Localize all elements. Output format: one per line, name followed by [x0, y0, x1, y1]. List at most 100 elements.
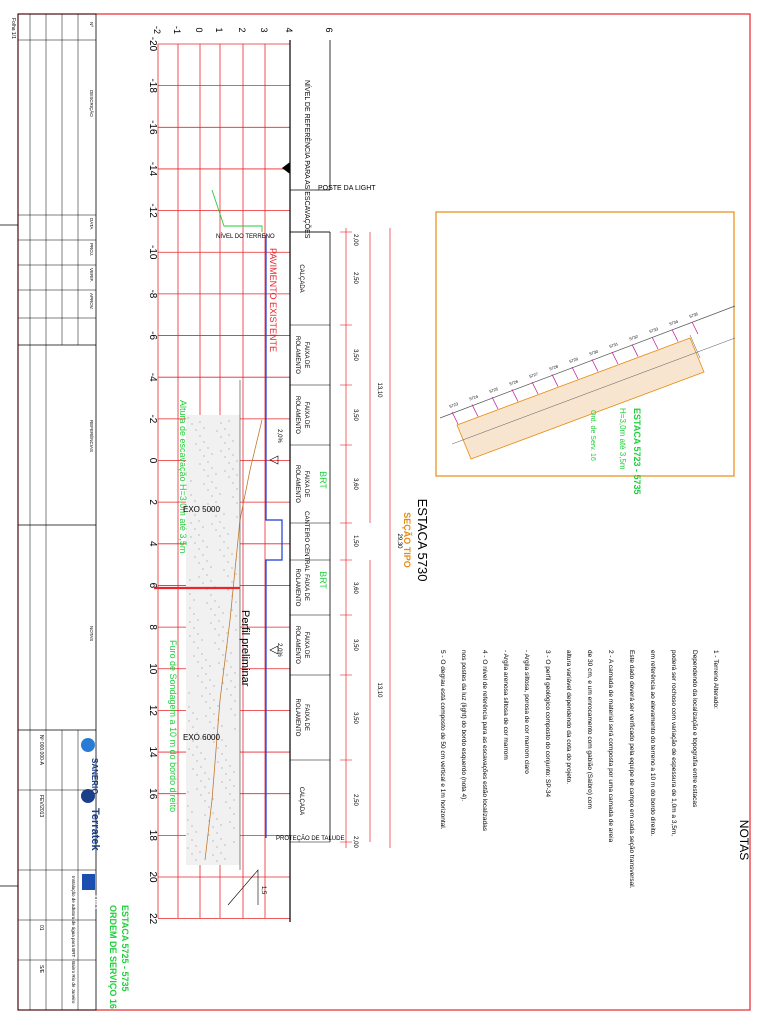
x-tick-label: -12 — [147, 203, 158, 218]
note-line: - Argila siltosa, porosa de cor marrom c… — [523, 650, 530, 774]
x-tick-label: -14 — [147, 162, 158, 177]
title-block-head: PROJ. — [89, 243, 94, 256]
sheet-number: Folha 1/1 — [10, 18, 16, 39]
x-tick-label: -10 — [147, 245, 158, 260]
inset-station-ticks — [451, 321, 699, 425]
y-tick-label: 6 — [324, 27, 334, 32]
ground-label: NÍVEL DO TERRENO — [216, 233, 275, 240]
inset-station-label: 5735 — [689, 311, 700, 319]
dimension-label: 2,00 — [352, 836, 358, 848]
title-block-head: DESCRIÇÃO — [89, 90, 95, 117]
inset-station-label: 5732 — [629, 333, 640, 341]
project-title: ESTACA 5725 - 5735 — [120, 905, 130, 992]
drawing-scale: S/E — [38, 965, 44, 974]
y-tick-label: 2 — [237, 27, 247, 32]
inset-station-label: 5725 — [489, 386, 500, 394]
dimension-label: 2,50 — [352, 272, 358, 284]
note-line: 1 - Terreno Alterado: — [712, 650, 719, 709]
y-tick-label: 3 — [259, 27, 269, 32]
note-line: 3 - O perfil geológico composto do conju… — [544, 650, 551, 797]
terratek-logo-icon — [81, 789, 95, 803]
x-tick-label: -20 — [147, 37, 158, 52]
inset-excavation-area — [456, 337, 705, 460]
note-line: 4 - O nível de referência para as escava… — [481, 650, 488, 832]
inset-title: ESTACA 5723 - 5735 — [632, 408, 642, 495]
section-title: ESTACA 5730 — [415, 499, 430, 582]
lane-label: FAIXA DE — [303, 342, 309, 369]
company-name: SANERIO — [90, 758, 99, 794]
inset-station-label: 5726 — [509, 378, 520, 386]
project-description: Instalação de adutora de água para BRT -… — [71, 876, 76, 1004]
inset-station-label: 5728 — [549, 363, 560, 371]
title-block-head: REFERÊNCIAS — [89, 420, 96, 452]
sanerio-logo-icon — [81, 738, 95, 752]
y-tick-label: 0 — [194, 27, 204, 32]
dimension-label: 13,10 — [376, 382, 382, 398]
profile-line — [204, 419, 263, 861]
note-line: poderá ser rochoso com variação de espes… — [670, 650, 677, 836]
dimension-label: 2,00 — [352, 234, 358, 246]
drawing-rev: 01 — [38, 925, 44, 931]
inset-station-label: 5723 — [449, 401, 460, 409]
x-tick-label: 0 — [147, 458, 158, 464]
note-line: altura variável dependendo da cota do pr… — [565, 650, 572, 784]
lane-label: FAIXA DE — [303, 471, 309, 498]
x-tick-label: -6 — [147, 331, 158, 340]
section-subtitle: SEÇÃO TIPO — [402, 512, 412, 568]
dimension-label: 29,30 — [396, 533, 402, 549]
x-tick-label: 16 — [147, 788, 158, 800]
company-name: Terratek — [89, 808, 101, 851]
x-tick-label: 2 — [147, 499, 158, 505]
note-line: em referência ao elevamento do terreno a… — [649, 650, 656, 836]
lane-label: FAIXA DE — [303, 632, 309, 659]
lane-label: ROLAMENTO — [294, 336, 300, 374]
brt-label: BRT — [318, 571, 328, 589]
x-tick-label: -16 — [147, 120, 158, 135]
x-tick-label: -18 — [147, 78, 158, 93]
lane-label: FAIXA DE — [303, 402, 309, 429]
inset-station-label: 5733 — [649, 326, 660, 334]
dimension-label: 1,50 — [352, 535, 358, 547]
pavement-line — [265, 235, 283, 838]
axis-label: EXO 5000 — [183, 505, 220, 514]
inset-station-label: 5730 — [589, 348, 600, 356]
lane-label: CALÇADA — [298, 787, 304, 815]
note-line: de 30 cm, e um enrocamento com gabião (S… — [586, 650, 593, 809]
x-tick-label: 20 — [147, 871, 158, 883]
y-tick-label: 1 — [214, 27, 224, 32]
outer-frame — [17, 13, 751, 1011]
lane-label: CANTEIRO CENTRAL — [303, 511, 309, 572]
project-order: ORDEM DE SERVIÇO 16 — [108, 905, 118, 1009]
title-block — [17, 13, 97, 1011]
title-block-head: Nº — [89, 22, 94, 27]
pole-label: POSTE DA LIGHT — [318, 185, 376, 192]
protection-label: PROTEÇÃO DE TALUDE — [276, 835, 344, 842]
title-block-head: APROV. — [89, 293, 94, 310]
dimension-label: 3,50 — [352, 639, 358, 651]
note-line: Dependendo da localização e topografia e… — [691, 650, 698, 808]
x-tick-label: -2 — [147, 414, 158, 423]
dimension-label: 3,50 — [352, 349, 358, 361]
dimension-label: 13,10 — [376, 682, 382, 698]
ground-line — [211, 189, 263, 232]
inset-station-label: 5729 — [569, 356, 580, 364]
x-tick-label: 8 — [147, 624, 158, 630]
inset-station-label: 5734 — [669, 318, 680, 326]
x-tick-label: 6 — [147, 583, 158, 589]
brt-label: BRT — [318, 471, 328, 489]
x-tick-label: -4 — [147, 373, 158, 382]
excavation-area — [186, 415, 240, 865]
title-block-head: VERIF. — [89, 268, 94, 282]
inset-station-label: 5731 — [609, 341, 620, 349]
inset-frame — [435, 211, 735, 477]
drawing-number: Nº 000.000-A — [38, 735, 44, 766]
inset-height: H=3,0m até 3,5m — [618, 408, 627, 470]
x-tick-label: -8 — [147, 289, 158, 298]
notes-title: NOTAS — [737, 820, 751, 860]
drawing-date: FEV/2013 — [38, 795, 44, 817]
angle-label: 1,5 — [260, 886, 266, 895]
note-line: 2 - A camada de material será composta p… — [607, 650, 614, 843]
y-tick-label: -1 — [172, 26, 182, 34]
x-tick-label: 4 — [147, 541, 158, 547]
profile-label: Perfil preliminar — [239, 610, 251, 687]
